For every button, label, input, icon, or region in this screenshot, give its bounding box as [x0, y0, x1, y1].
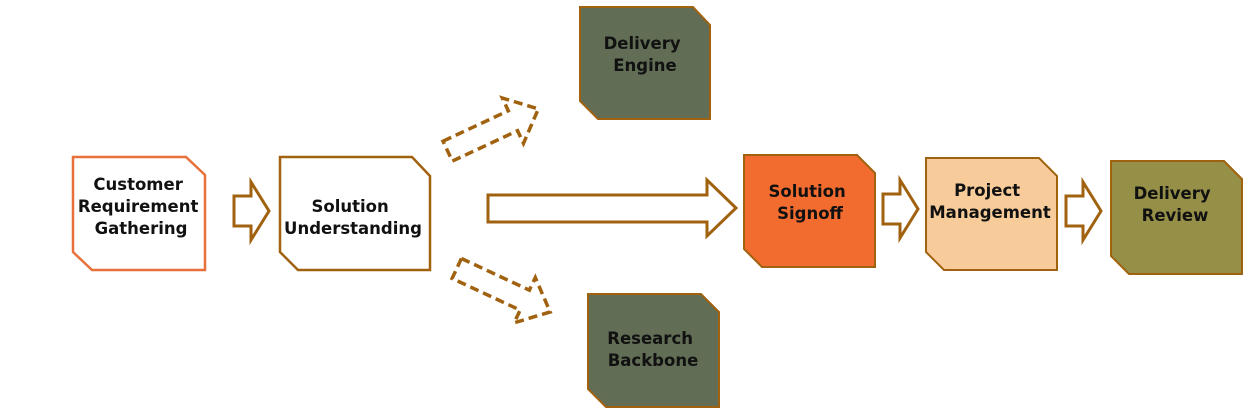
svg-text:Solution Signoff: Solution Signoff	[769, 182, 852, 223]
node-research-backbone[interactable]: Research Backbone	[587, 293, 720, 408]
node-project-management[interactable]: Project Management	[925, 157, 1058, 271]
node-understanding-line2: Understanding	[284, 219, 422, 238]
node-project-line1: Project	[954, 181, 1020, 200]
node-review-shape	[1110, 160, 1243, 275]
node-engine-shape	[579, 6, 711, 120]
node-project-line2: Management	[929, 203, 1051, 222]
node-understanding-shape	[278, 155, 432, 272]
node-customer-line1: Customer	[93, 175, 183, 194]
node-solution-signoff[interactable]: Solution Signoff	[743, 154, 876, 268]
svg-text:Research Backbone: Research Backbone	[607, 329, 698, 370]
dashed-arrow-to-research-backbone	[449, 256, 553, 326]
node-backbone-line2: Backbone	[608, 351, 699, 370]
node-engine-line2: Engine	[613, 56, 676, 75]
node-customer-line3: Gathering	[95, 219, 188, 238]
node-customer-requirement[interactable]: Customer Requirement Gathering	[71, 155, 207, 272]
svg-text:Delivery Engine: Delivery Engine	[604, 34, 687, 75]
svg-text:Delivery Review: Delivery Review	[1134, 184, 1217, 225]
node-delivery-engine[interactable]: Delivery Engine	[579, 6, 711, 120]
arrow-understanding-to-signoff	[486, 176, 739, 240]
node-delivery-review[interactable]: Delivery Review	[1110, 160, 1243, 275]
node-backbone-shape	[587, 293, 720, 408]
node-customer-line2: Requirement	[78, 197, 199, 216]
svg-text:Project Management: Project Management	[929, 181, 1051, 222]
arrow-project-to-review	[1064, 176, 1103, 246]
node-signoff-shape	[743, 154, 876, 268]
node-understanding-line1: Solution	[312, 197, 389, 216]
node-review-line1: Delivery	[1134, 184, 1211, 203]
node-engine-line1: Delivery	[604, 34, 681, 53]
svg-text:Customer Requirement: Customer Requirement Gathering	[78, 175, 204, 238]
node-solution-understanding[interactable]: Solution Understanding	[278, 155, 432, 272]
arrow-customer-to-understanding	[232, 176, 271, 246]
node-review-line2: Review	[1142, 206, 1209, 225]
node-customer-shape	[71, 155, 207, 272]
arrow-signoff-to-project	[881, 174, 920, 244]
svg-text:Solution Understanding: Solution Understanding	[284, 197, 422, 238]
dashed-arrow-to-delivery-engine	[440, 95, 541, 164]
node-signoff-line2: Signoff	[777, 204, 843, 223]
node-project-shape	[925, 157, 1058, 271]
node-backbone-line1: Research	[607, 329, 693, 348]
node-signoff-line1: Solution	[769, 182, 846, 201]
